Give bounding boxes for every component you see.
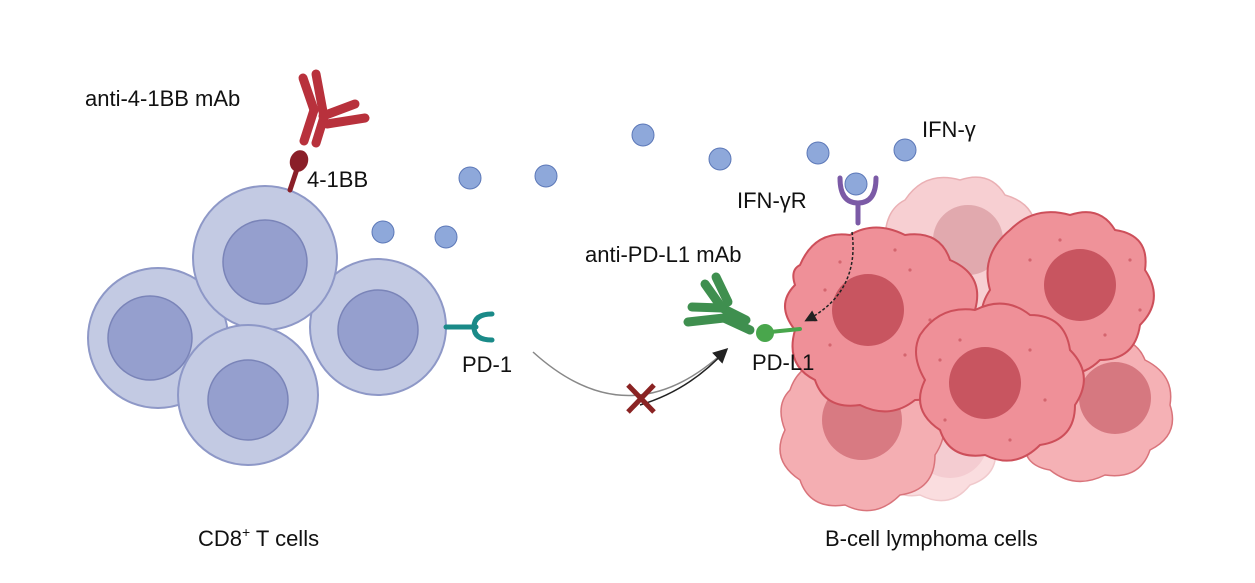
ifn-gamma-dot [844, 172, 868, 196]
t-cell [192, 185, 338, 331]
t-cell [309, 258, 447, 396]
ifn-gamma-dot [458, 166, 482, 190]
pd1-pdl1-interaction-arrow [532, 347, 729, 397]
ifn-gamma-molecules [371, 123, 917, 249]
pdl1-label: PD-L1 [752, 350, 814, 375]
t-cell-cluster [87, 185, 447, 466]
t-cells-label-prefix: CD8 [198, 526, 242, 551]
anti-pdl1-label: anti-PD-L1 mAb [585, 242, 742, 267]
pdl1-ligand [756, 324, 802, 342]
lymphoma-cell-cluster [779, 176, 1174, 512]
ifn-gamma-dot [708, 147, 732, 171]
block-x-icon [626, 383, 656, 414]
anti-41bb-label: anti-4-1BB mAb [85, 86, 240, 111]
receptor-41bb-label: 4-1BB [307, 167, 368, 192]
t-cell [177, 324, 319, 466]
t-cells-label-sup: + [242, 524, 250, 540]
receptor-41bb [287, 150, 309, 193]
t-cells-label-suffix: T cells [250, 526, 319, 551]
ifn-gamma-dot [806, 141, 830, 165]
t-cells-label: CD8+ T cells [198, 524, 319, 551]
ifn-gamma-dot [434, 225, 458, 249]
ifn-gamma-receptor-label: IFN-γR [737, 188, 807, 213]
lymphoma-cells-label: B-cell lymphoma cells [825, 526, 1038, 551]
pd1-receptor [443, 311, 495, 343]
ifn-gamma-dot [893, 138, 917, 162]
ifn-gamma-dot [631, 123, 655, 147]
pd1-label: PD-1 [462, 352, 512, 377]
ifn-gamma-receptor [837, 175, 879, 226]
anti-pdl1-antibody [683, 272, 755, 335]
ifn-gamma-signal-arrow [804, 231, 854, 322]
ifn-gamma-dot [534, 164, 558, 188]
lymphoma-cell [915, 302, 1085, 462]
anti-41bb-antibody [298, 69, 370, 148]
ifn-gamma-label: IFN-γ [922, 117, 976, 142]
ifn-gamma-dot [371, 220, 395, 244]
